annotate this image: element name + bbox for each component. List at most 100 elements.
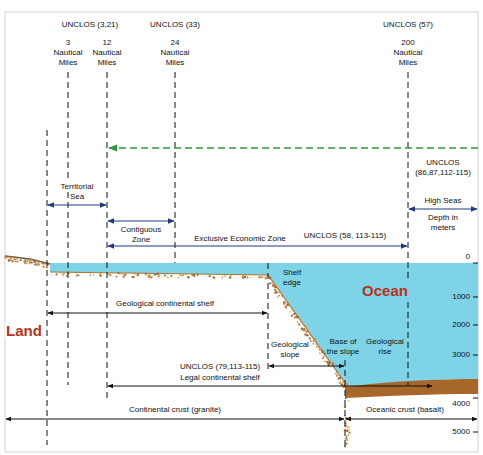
label-text: 2000: [451, 320, 471, 329]
sediment-dot: [319, 353, 320, 354]
sediment-dot: [12, 257, 13, 258]
label-text: UNCLOS (79,113-115): [179, 362, 261, 371]
sediment-dot: [336, 374, 339, 377]
sediment-dot: [17, 261, 18, 262]
unclos-reference: UNCLOS (57): [382, 20, 434, 30]
seabed: [50, 272, 348, 387]
distance-marker: 12 Nautical Miles: [90, 38, 124, 68]
sediment-dot: [20, 259, 22, 261]
sediment-dot: [12, 257, 13, 258]
sediment-dot: [282, 296, 283, 297]
depth-value: 4000: [451, 399, 471, 409]
unclos-reference: UNCLOS (79,113-115): [179, 362, 261, 372]
label-text: Territorial Sea: [60, 182, 95, 201]
sediment-dot: [159, 274, 161, 276]
sediment-dot: [167, 274, 168, 275]
sediment-dot: [132, 276, 135, 279]
sediment-dot: [25, 261, 26, 262]
zone-name: Contiguous Zone: [116, 225, 166, 245]
sediment-dot: [298, 323, 300, 325]
sediment-dot: [235, 274, 236, 275]
axis-title: Depth in meters: [423, 213, 463, 233]
sediment-dot: [265, 279, 266, 280]
distance-marker: 200 Nautical Miles: [391, 38, 425, 68]
label-text: Geological continental shelf: [115, 299, 215, 308]
distance-marker: 24 Nautical Miles: [158, 38, 192, 68]
sediment-dot: [33, 260, 36, 263]
sediment-dot: [6, 256, 7, 257]
sediment-dot: [242, 277, 243, 278]
label-text: 12 Nautical Miles: [92, 38, 123, 67]
feature-label: Geological slope: [270, 340, 310, 360]
sediment-dot: [145, 272, 147, 274]
sediment-dot: [30, 261, 32, 263]
unclos-reference: UNCLOS (3,21): [61, 20, 119, 30]
sediment-dot: [16, 261, 17, 262]
sediment-dot: [8, 259, 10, 261]
sediment-dot: [46, 266, 48, 268]
sediment-dot: [310, 340, 312, 342]
sediment-dot: [8, 256, 10, 258]
sediment-dot: [322, 350, 324, 352]
crust-label: Oceanic crust (basalt): [365, 405, 445, 415]
sediment-dot: [122, 275, 125, 278]
sediment-dot: [275, 291, 278, 294]
sediment-dot: [137, 274, 139, 276]
sediment-dot: [316, 346, 318, 348]
boundary-lines: [47, 72, 408, 450]
sediment-dot: [151, 277, 153, 279]
sediment-speckles: [4, 256, 351, 448]
label-text: 24 Nautical Miles: [160, 38, 191, 67]
zone-name: High Seas: [424, 196, 463, 206]
sediment-dot: [301, 328, 303, 330]
sediment-dot: [10, 257, 12, 259]
sediment-dot: [78, 275, 79, 276]
sediment-dot: [46, 266, 48, 268]
label-text: Continental crust (granite): [128, 405, 222, 414]
sediment-dot: [221, 276, 223, 278]
rise-sediment: [345, 379, 478, 398]
depth-value: 0: [465, 252, 471, 262]
sediment-dot: [258, 276, 260, 278]
sediment-dot: [348, 434, 349, 435]
sediment-dot: [286, 308, 287, 309]
feature-label: Shelf edge: [277, 268, 307, 288]
sediment-dot: [85, 272, 86, 273]
label-text: 5000: [451, 427, 471, 436]
label-text: Depth in meters: [427, 213, 459, 232]
sediment-dot: [294, 316, 296, 318]
sediment-dot: [290, 311, 291, 312]
label-text: Base of the slope: [326, 337, 360, 356]
sediment-dot: [339, 381, 341, 383]
sediment-dot: [244, 276, 246, 278]
sediment-dot: [197, 274, 199, 276]
sediment-dot: [124, 273, 126, 275]
sediment-dot: [329, 363, 330, 364]
sediment-dot: [342, 381, 344, 383]
sediment-dot: [15, 260, 17, 262]
sediment-dot: [246, 275, 247, 276]
sediment-dot: [348, 388, 350, 390]
sediment-dot: [276, 286, 277, 287]
label-text: 3 Nautical Miles: [53, 38, 84, 67]
depth-value: 3000: [451, 350, 471, 360]
ocean-water: [50, 263, 478, 387]
sediment-dot: [340, 379, 341, 380]
sediment-dot: [348, 395, 349, 396]
sediment-dot: [348, 400, 349, 401]
sediment-dot: [328, 361, 330, 363]
sediment-dot: [230, 274, 232, 276]
sediment-dot: [119, 273, 121, 275]
sediment-dot: [274, 286, 276, 288]
unclos-reference: UNCLOS (58, 113-115): [303, 231, 387, 241]
land-surface: [5, 256, 50, 264]
label-text: 4000: [451, 399, 471, 408]
label-text: High Seas: [424, 196, 463, 205]
sediment-dot: [336, 370, 337, 371]
sediment-dot: [213, 276, 215, 278]
distance-marker: 3 Nautical Miles: [51, 38, 85, 68]
sediment-dot: [328, 361, 329, 362]
sediment-dot: [338, 378, 340, 380]
sediment-dot: [348, 391, 350, 393]
sediment-dot: [34, 264, 35, 265]
